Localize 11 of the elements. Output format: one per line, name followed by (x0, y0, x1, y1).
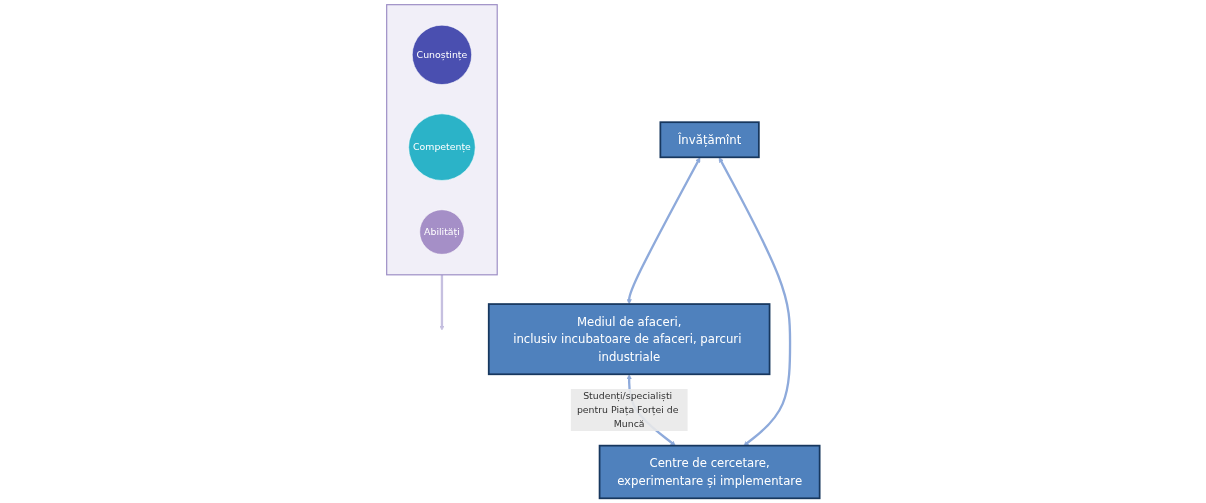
edge-label: Studenți/specialiști pentru Piața Forței de Muncă (576, 390, 679, 430)
arrow (718, 157, 792, 446)
node-box: Centre de cercetare, experimentare și implementare (598, 444, 821, 500)
node-box: Mediul de afaceri, inclusiv incubatoare de afaceri, parcuri industriale (487, 303, 771, 376)
node-circle: Competențe (408, 113, 476, 181)
cluster (385, 4, 498, 276)
node-box: Învățămînt (659, 121, 760, 159)
node-circle: Cunoștințe (411, 24, 472, 85)
node-circle: Abilități (419, 209, 465, 255)
arrow (439, 274, 445, 331)
arrow (626, 157, 701, 305)
